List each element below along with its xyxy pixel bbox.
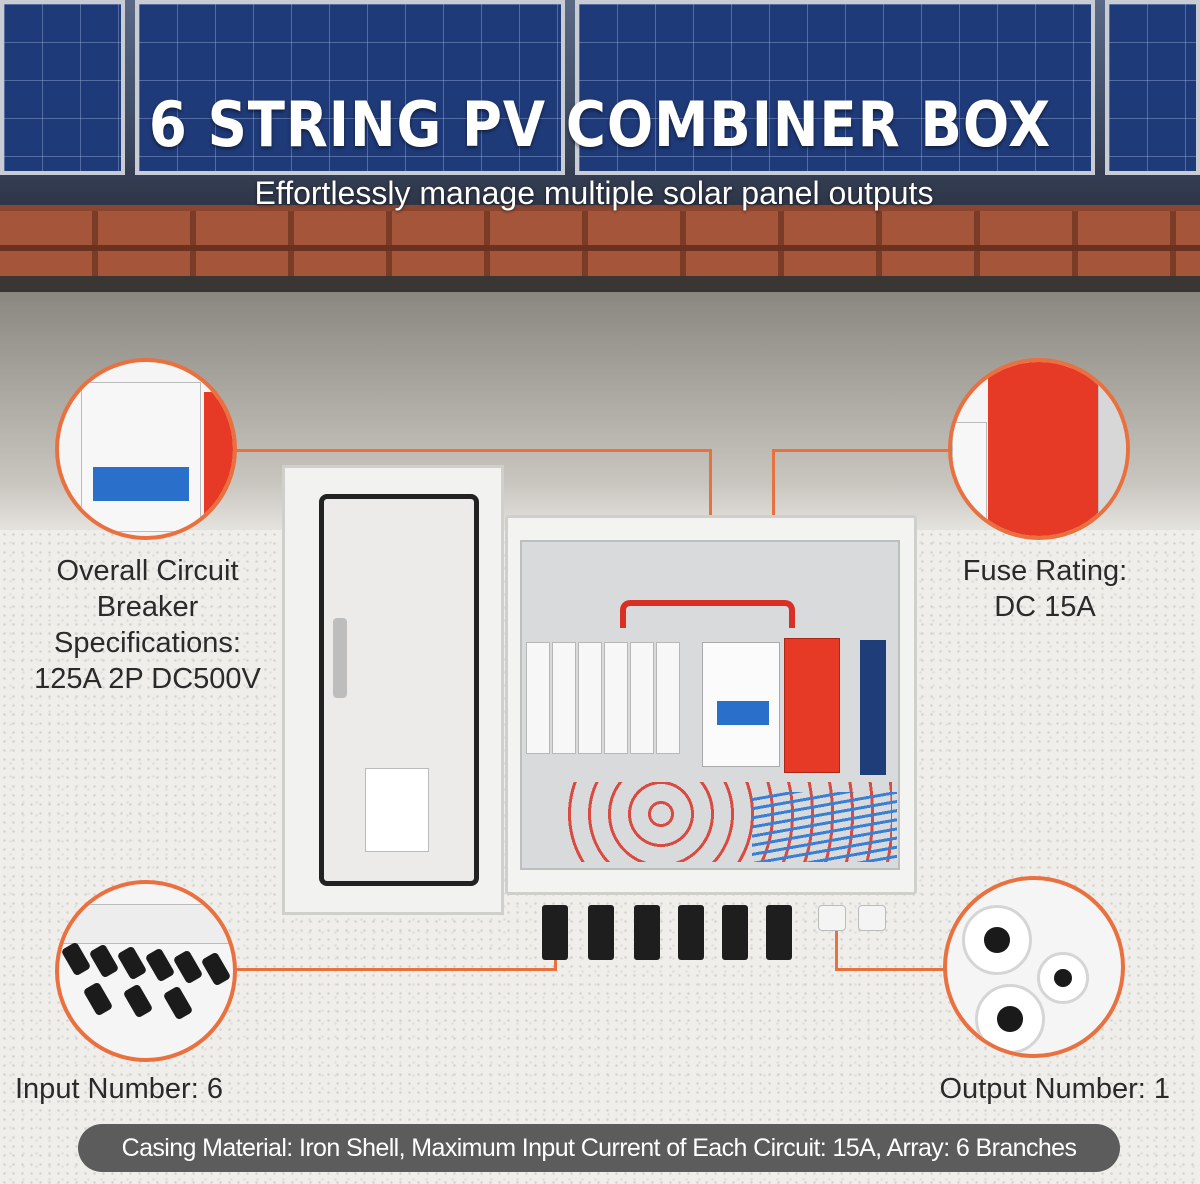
enclosure-interior [520, 540, 900, 870]
pv-input-connector [766, 905, 792, 960]
input-number-label: Input Number: 6 [15, 1073, 223, 1105]
cable-gland [1037, 952, 1089, 1004]
pv-input-connector [722, 905, 748, 960]
fuse-holder [630, 642, 654, 754]
surge-protector [988, 362, 1098, 536]
fuse-holder [578, 642, 602, 754]
pv-input-connector [634, 905, 660, 960]
output-zoom-circle [943, 876, 1125, 1058]
breaker-toggle [717, 701, 769, 725]
terminal-bar [860, 640, 886, 775]
output-number-label: Output Number: 1 [939, 1073, 1171, 1105]
breaker-zoom-circle [55, 358, 237, 540]
roof-gutter [0, 276, 1200, 292]
breaker-toggle [93, 467, 189, 501]
solar-panel [575, 0, 1095, 175]
leader-line [232, 449, 712, 452]
solar-panel [0, 0, 125, 175]
leader-line [772, 449, 952, 452]
door-spec-sticker [365, 768, 429, 852]
spec-banner: Casing Material: Iron Shell, Maximum Inp… [78, 1124, 1120, 1172]
cable-gland [975, 984, 1045, 1054]
blue-wire-bundle [752, 792, 897, 862]
leader-line [235, 968, 557, 971]
pv-input-connector [588, 905, 614, 960]
pv-input-connector [542, 905, 568, 960]
fuse-holder [552, 642, 576, 754]
fuse-holder [656, 642, 680, 754]
enclosure-door [282, 465, 504, 915]
leader-line [835, 968, 947, 971]
solar-panel [1105, 0, 1200, 175]
solar-panel [135, 0, 565, 175]
cable-gland [858, 905, 886, 931]
cable-gland [818, 905, 846, 931]
combiner-enclosure [505, 515, 917, 895]
cable-gland [962, 905, 1032, 975]
breaker-spec-label: Overall Circuit Breaker Specifications: … [34, 555, 261, 695]
fuse-zoom-circle [948, 358, 1130, 540]
page-subtitle: Effortlessly manage multiple solar panel… [254, 175, 934, 211]
fuse-holder [604, 642, 628, 754]
surge-protector [784, 638, 840, 773]
roof-tiles [0, 205, 1200, 286]
red-wire [620, 600, 795, 628]
page-title: 6 STRING PV COMBINER BOX [148, 88, 1052, 161]
fuse-rating-label: Fuse Rating: DC 15A [962, 555, 1128, 623]
leader-line [835, 925, 838, 970]
door-latch [333, 618, 347, 698]
circuit-breaker [702, 642, 780, 767]
input-zoom-circle [55, 880, 237, 1062]
fuse-holder [526, 642, 550, 754]
pv-input-connector [678, 905, 704, 960]
